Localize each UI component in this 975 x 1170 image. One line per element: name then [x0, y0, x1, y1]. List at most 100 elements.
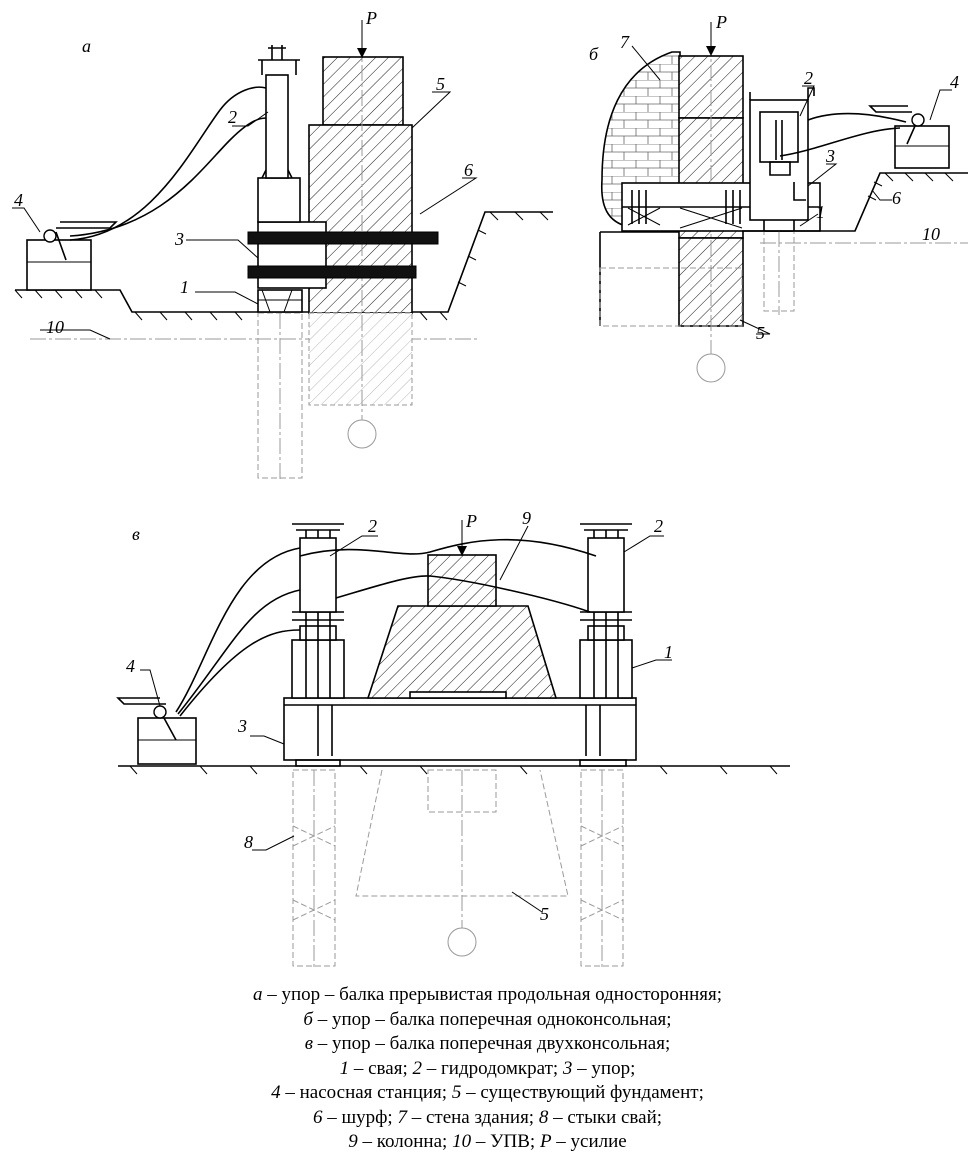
- force-arrowhead-a: [357, 48, 367, 58]
- hose-v-3: [179, 629, 301, 717]
- pile-1-a: [257, 289, 303, 313]
- beam-stiffeners-v: [317, 705, 601, 756]
- legend-key: 9: [348, 1131, 358, 1152]
- ground-ticks: [14, 289, 103, 299]
- pump-station-4-a: [26, 239, 92, 291]
- force-label-a: P: [365, 8, 377, 28]
- foundation-v: [366, 605, 558, 699]
- legend-text: – колонна;: [357, 1131, 453, 1152]
- svg-text:2: 2: [368, 516, 377, 536]
- svg-text:9: 9: [522, 508, 531, 528]
- panel-b-label: б: [589, 44, 599, 64]
- figure-legend: а – упор – балка прерывистая продольная …: [0, 983, 975, 1155]
- legend-key: 10: [452, 1131, 472, 1152]
- hose-v-2: [177, 589, 301, 715]
- svg-text:6: 6: [464, 160, 473, 180]
- pump-station-4-b: [894, 125, 950, 169]
- legend-text: – упор;: [572, 1057, 636, 1079]
- stop-beam-3-v: [283, 697, 637, 761]
- svg-text:3: 3: [825, 146, 835, 166]
- legend-line: в – упор – балка поперечная двухконсольн…: [0, 1032, 975, 1057]
- hose-v-1: [175, 547, 301, 713]
- ground-b: [742, 172, 968, 232]
- stop-band-lower: [247, 265, 417, 279]
- svg-text:10: 10: [922, 224, 940, 244]
- legend-text: – гидродомкрат;: [421, 1057, 563, 1079]
- piles-below-v: [292, 769, 624, 968]
- wall-lower-b: [599, 231, 680, 326]
- svg-text:10: 10: [46, 317, 64, 337]
- legend-key: б: [303, 1008, 313, 1030]
- hose-b-1: [807, 112, 907, 123]
- panel-a: а P: [12, 8, 553, 480]
- jack-frame-detail-b: [749, 87, 815, 201]
- legend-key: 1: [339, 1057, 350, 1079]
- hose-a-2: [69, 117, 267, 237]
- svg-text:5: 5: [756, 323, 765, 343]
- hose-v-4: [299, 538, 597, 557]
- stop-band-upper: [247, 231, 439, 245]
- legend-text: – насосная станция;: [280, 1082, 452, 1103]
- svg-text:5: 5: [436, 74, 445, 94]
- foundation-below-ghost: [308, 312, 413, 406]
- force-arrowhead-v: [457, 546, 467, 556]
- legend-key: 4: [271, 1082, 281, 1103]
- force-label-b: P: [715, 12, 727, 32]
- legend-key: 6: [312, 1106, 323, 1128]
- legend-key: P: [539, 1131, 552, 1152]
- legend-line: 4 – насосная станция; 5 – существующий ф…: [0, 1081, 975, 1106]
- ground-ticks-b: [867, 172, 954, 201]
- jack-body-a: [257, 177, 301, 223]
- svg-text:2: 2: [654, 516, 663, 536]
- svg-text:2: 2: [228, 107, 237, 127]
- legend-text: – стыки свай;: [548, 1106, 663, 1128]
- legend-key: 5: [451, 1082, 462, 1103]
- svg-text:1: 1: [816, 202, 825, 222]
- beam-cross-b: [627, 207, 743, 229]
- legend-text: – существующий фундамент;: [461, 1082, 704, 1103]
- jack-cylinder-a: [265, 74, 289, 179]
- legend-key: 8: [538, 1106, 549, 1128]
- pile-1-a-detail: [258, 289, 302, 313]
- svg-text:6: 6: [892, 188, 901, 208]
- svg-text:3: 3: [237, 716, 247, 736]
- svg-text:2: 2: [804, 68, 813, 88]
- pump-gauge-v: [153, 705, 167, 719]
- axis-circle-a: [347, 419, 377, 449]
- legend-text: – упор – балка поперечная одноконсольная…: [312, 1008, 672, 1030]
- legend-line: 9 – колонна; 10 – УПВ; P – усилие: [0, 1130, 975, 1155]
- foundation-column: [322, 56, 404, 126]
- legend-text: – стена здания;: [406, 1106, 539, 1128]
- foundation-ghost-b: [599, 267, 743, 327]
- legend-text: – упор – балка поперечная двухконсольная…: [312, 1033, 671, 1054]
- pump-station-4-v: [137, 717, 197, 765]
- svg-text:3: 3: [174, 229, 184, 249]
- legend-line: а – упор – балка прерывистая продольная …: [0, 983, 975, 1008]
- foundation-pad-v: [409, 691, 507, 699]
- panel-b: б P: [589, 12, 968, 383]
- hose-a-1: [69, 86, 267, 241]
- pump-gauge-a: [43, 229, 57, 243]
- pump-gauge-b: [911, 113, 925, 127]
- legend-line: б – упор – балка поперечная одноконсольн…: [0, 1008, 975, 1033]
- callouts-a: 1 2 3 4 5 6 10: [12, 74, 478, 340]
- panel-v-label: в: [132, 524, 140, 544]
- pump-handle-a: [55, 221, 118, 261]
- jack-right-v: [579, 523, 633, 699]
- pump-handle-b: [868, 105, 916, 145]
- legend-key: в: [304, 1033, 313, 1054]
- legend-line: 1 – свая; 2 – гидродомкрат; 3 – упор;: [0, 1057, 975, 1082]
- svg-text:7: 7: [620, 32, 630, 52]
- legend-text: – усилие: [551, 1131, 627, 1152]
- svg-text:4: 4: [950, 72, 959, 92]
- panel-a-label: а: [82, 36, 91, 56]
- legend-key: 3: [562, 1057, 573, 1079]
- svg-text:4: 4: [126, 656, 135, 676]
- hose-b-2: [779, 127, 901, 157]
- jack-rod-a: [268, 45, 286, 60]
- legend-line: 6 – шурф; 7 – стена здания; 8 – стыки св…: [0, 1106, 975, 1131]
- legend-text: – шурф;: [322, 1106, 398, 1128]
- trench-bottom-ticks: [134, 311, 448, 321]
- legend-text: – свая;: [349, 1057, 413, 1079]
